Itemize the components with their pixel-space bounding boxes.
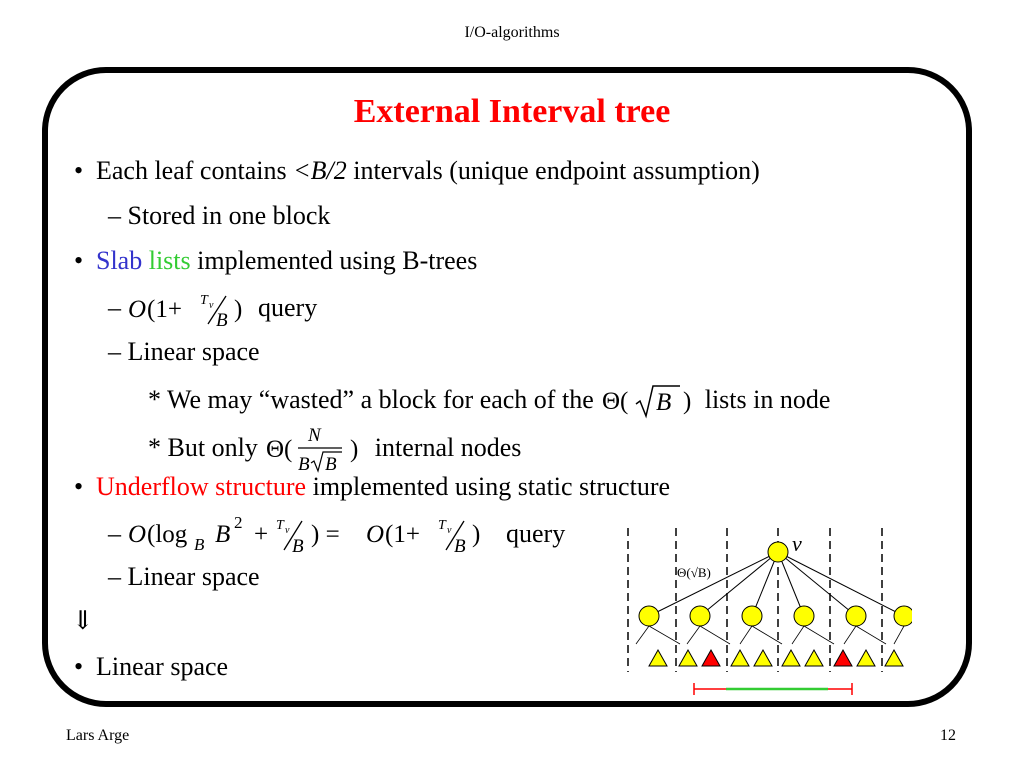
theta-sqrt-b: Θ( B )	[602, 385, 692, 419]
svg-text:): )	[683, 388, 691, 415]
interval-tree-diagram: v Θ(√B)	[627, 528, 912, 695]
svg-text:+: +	[254, 521, 268, 548]
query-formula: O (1+ T v B )	[128, 293, 242, 330]
svg-text:): )	[472, 521, 480, 548]
svg-text:Θ(: Θ(	[266, 436, 292, 463]
svg-text:B: B	[454, 536, 466, 557]
svg-text:O: O	[128, 521, 146, 548]
bullet-underflow-structure: •Underflow structure implemented using s…	[74, 472, 671, 501]
slide-title: External Interval tree	[353, 93, 671, 130]
svg-text:(log: (log	[147, 521, 188, 548]
leaf-blocks	[648, 648, 904, 667]
svg-text:T: T	[276, 518, 285, 533]
svg-text:B: B	[215, 521, 230, 548]
note-wasted-block: * We may “wasted” a block for each of th…	[148, 382, 830, 422]
bullet-marker: •	[74, 246, 84, 275]
svg-text:N: N	[307, 426, 322, 446]
root-node-label: v	[792, 531, 802, 556]
note-internal-nodes: * But only Θ( N B B ) internal nodes	[148, 426, 522, 474]
bullet-marker: •	[74, 652, 84, 681]
svg-text:): )	[350, 436, 358, 463]
underflow-query-formula: O (log B B 2 + T v B ) = O (1+ T v B )	[128, 514, 480, 557]
sub-bullet-linear-space: – Linear space	[108, 337, 260, 366]
slide-frame	[42, 67, 972, 707]
sub-bullet-linear-space-2: – Linear space	[108, 562, 260, 591]
svg-text:B: B	[292, 536, 304, 557]
svg-text:B: B	[194, 535, 205, 554]
lists-word: lists	[148, 246, 191, 275]
slab-word: Slab	[96, 246, 143, 275]
bullet-marker: •	[74, 156, 84, 185]
svg-text:v: v	[447, 525, 452, 536]
svg-text:T: T	[200, 293, 209, 308]
svg-text:B: B	[216, 310, 228, 330]
underflow-structure-term: Underflow structure	[96, 472, 307, 501]
svg-text:Θ(: Θ(	[602, 388, 628, 415]
svg-text:v: v	[285, 525, 290, 536]
theta-sqrt-b-label: Θ(√B)	[677, 565, 711, 580]
slide-header: I/O-algorithms	[464, 24, 560, 41]
svg-text:2: 2	[234, 514, 243, 532]
svg-text:(1+: (1+	[147, 296, 182, 323]
svg-text:) =: ) =	[311, 521, 346, 548]
bullet-linear-space-final: •Linear space	[74, 652, 229, 681]
svg-text:T: T	[438, 518, 447, 533]
svg-text:B: B	[298, 454, 310, 474]
svg-text:O: O	[366, 521, 384, 548]
sub-bullet-stored-block: – Stored in one block	[108, 201, 331, 230]
tree-edges	[648, 551, 905, 617]
bullet-leaf-contains: •Each leaf contains <B/2 intervals (uniq…	[74, 156, 760, 185]
svg-text:B: B	[656, 389, 671, 416]
footer-author: Lars Arge	[66, 727, 130, 744]
svg-text:(1+: (1+	[385, 521, 420, 548]
query-interval	[693, 683, 853, 695]
footer-page-number: 12	[940, 727, 956, 744]
svg-text:B: B	[325, 454, 337, 474]
leaf-pointers	[635, 625, 905, 645]
svg-text:): )	[234, 296, 242, 323]
svg-text:O: O	[128, 296, 146, 323]
theta-n-over-b-sqrt-b: Θ( N B B )	[266, 426, 358, 474]
root-node	[767, 541, 789, 563]
svg-text:v: v	[209, 300, 214, 311]
bullet-slab-lists: •Slab lists implemented using B-trees	[74, 246, 478, 275]
slab-boundaries	[627, 528, 883, 672]
leaf-capacity: <B/2	[293, 156, 347, 185]
sub-bullet-slab-query: – O (1+ T v B ) query	[108, 290, 317, 330]
implies-arrow: ⇓	[72, 606, 94, 635]
child-nodes	[638, 605, 912, 627]
sub-bullet-underflow-query: – O (log B B 2 + T v B ) = O (1+ T v B )…	[108, 514, 566, 557]
bullet-marker: •	[74, 472, 84, 501]
